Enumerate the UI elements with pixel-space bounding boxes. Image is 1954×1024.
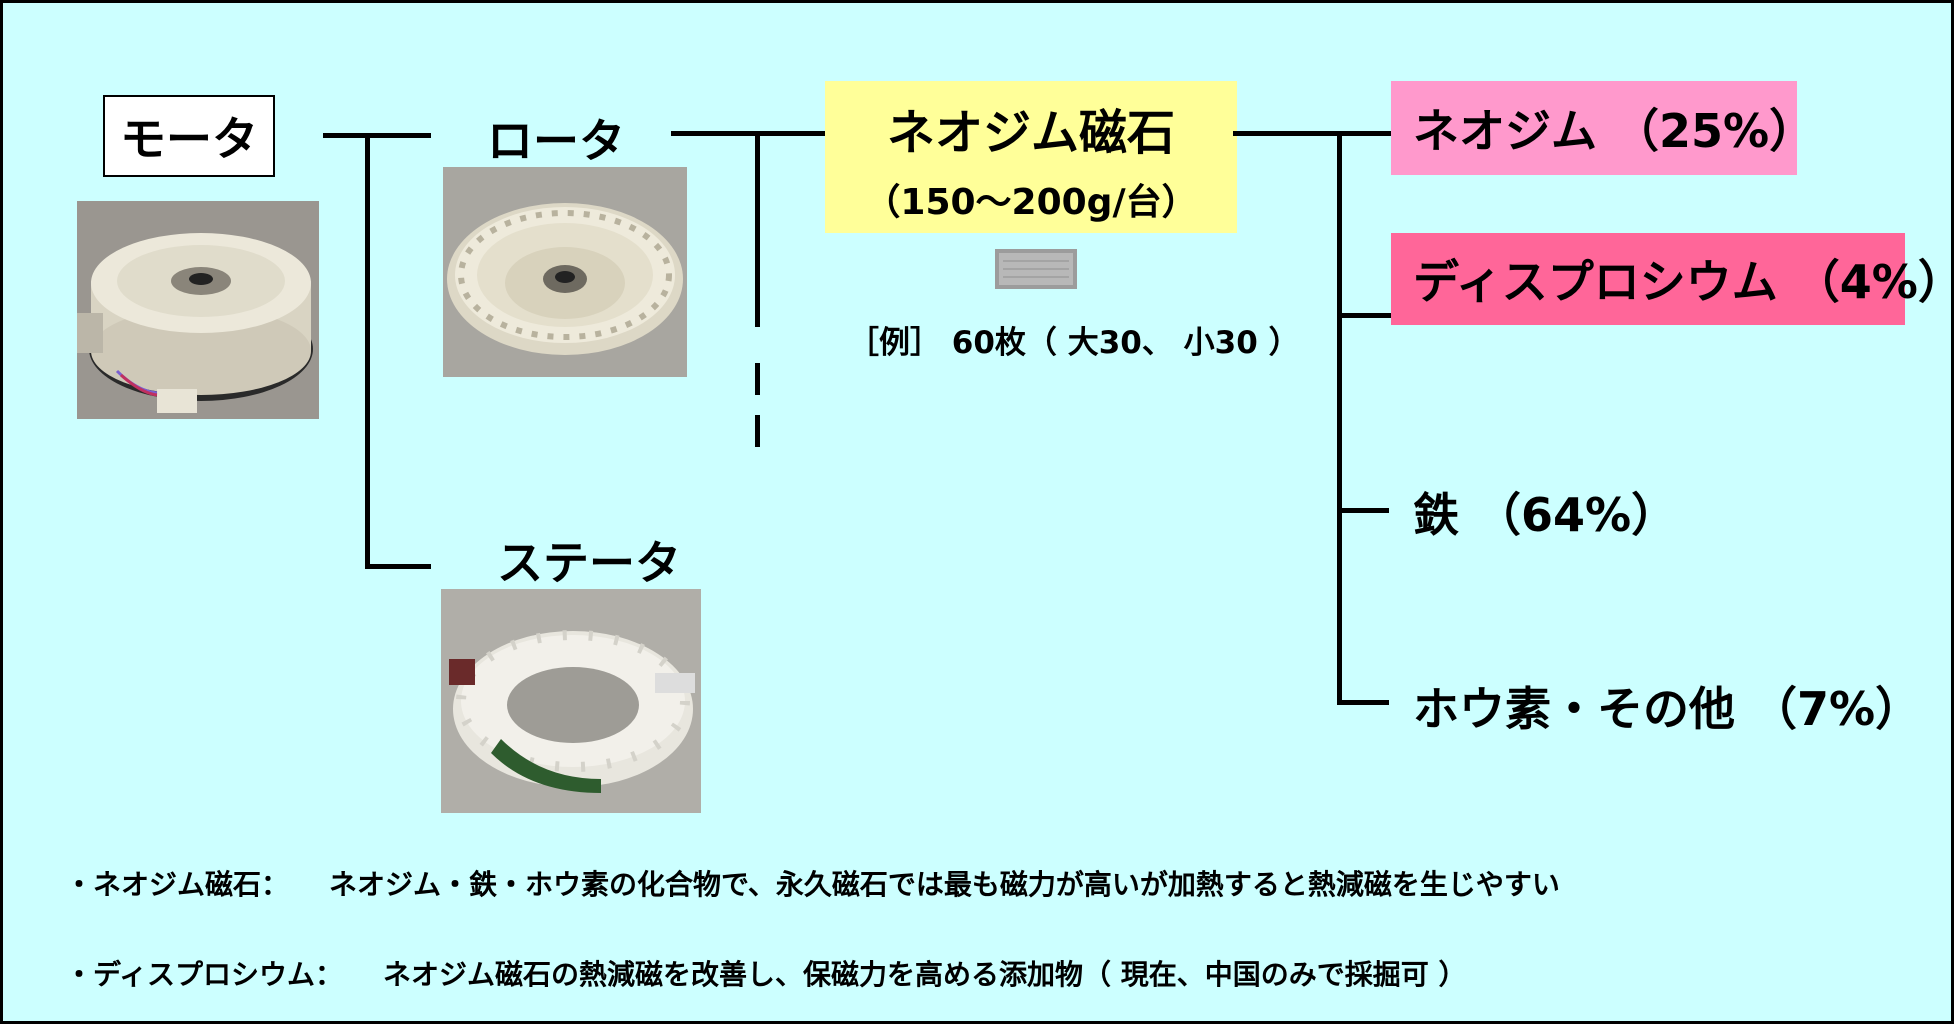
motor-photo xyxy=(77,201,319,419)
stator-photo xyxy=(441,589,701,813)
magnet-sample-illustration xyxy=(995,249,1077,289)
component-dysprosium: ディスプロシウム （4%） xyxy=(1391,233,1954,325)
component-iron-label: 鉄 （64%） xyxy=(1413,488,1678,542)
rotor-photo xyxy=(443,167,687,377)
component-boron-other: ホウ素・その他 （7%） xyxy=(1391,663,1931,749)
component-neodymium: ネオジム （25%） xyxy=(1391,81,1815,175)
connector-neodymium xyxy=(1337,131,1391,136)
magnet-amount: （150～200g/台） xyxy=(864,182,1198,223)
note-dysprosium-text: ネオジム磁石の熱減磁を改善し、保磁力を高める添加物（ 現在、中国のみで採掘可 ） xyxy=(383,958,1467,991)
connector-motor-vertical xyxy=(365,133,370,569)
note-dysprosium: ・ディスプロシウム： ネオジム磁石の熱減磁を改善し、保磁力を高める添加物（ 現在、… xyxy=(65,953,1467,993)
magnet-title: ネオジム磁石 xyxy=(886,105,1175,161)
stator-label: ステータ xyxy=(497,536,681,590)
component-dysprosium-label: ディスプロシウム （4%） xyxy=(1413,255,1954,309)
stator-photo-illustration xyxy=(441,589,701,813)
connector-motor xyxy=(323,133,431,138)
neodymium-magnet-box: ネオジム磁石 （150～200g/台） xyxy=(825,81,1237,233)
connector-rotor-dash-1 xyxy=(755,363,760,395)
connector-rotor xyxy=(671,131,825,136)
component-iron: 鉄 （64%） xyxy=(1391,469,1791,555)
note-neodymium-magnet-label: ・ネオジム磁石： xyxy=(65,868,290,901)
rotor-photo-illustration xyxy=(443,167,687,377)
magnet-example: ［例］ 60枚（ 大30、 小30 ） xyxy=(848,325,1300,361)
connector-magnet xyxy=(1233,131,1391,136)
motor-label: モータ xyxy=(120,112,258,166)
connector-dysprosium xyxy=(1337,313,1391,318)
connector-rotor-dash-2 xyxy=(755,415,760,447)
connector-stator xyxy=(365,564,431,569)
note-neodymium-magnet: ・ネオジム磁石： ネオジム・鉄・ホウ素の化合物で、永久磁石では最も磁力が高いが加熱… xyxy=(65,863,1560,903)
motor-label-box: モータ xyxy=(103,95,275,177)
rotor-label: ロータ xyxy=(487,114,625,168)
connector-components-vertical xyxy=(1337,131,1342,705)
magnet-sample-photo xyxy=(995,249,1077,289)
component-neodymium-label: ネオジム （25%） xyxy=(1413,104,1816,158)
motor-photo-illustration xyxy=(77,201,319,419)
note-neodymium-magnet-text: ネオジム・鉄・ホウ素の化合物で、永久磁石では最も磁力が高いが加熱すると熱減磁を生… xyxy=(329,868,1560,901)
note-dysprosium-label: ・ディスプロシウム： xyxy=(65,958,344,991)
connector-iron xyxy=(1337,508,1389,513)
connector-rotor-vertical xyxy=(755,131,760,327)
connector-boron xyxy=(1337,700,1389,705)
component-boron-other-label: ホウ素・その他 （7%） xyxy=(1413,682,1922,736)
